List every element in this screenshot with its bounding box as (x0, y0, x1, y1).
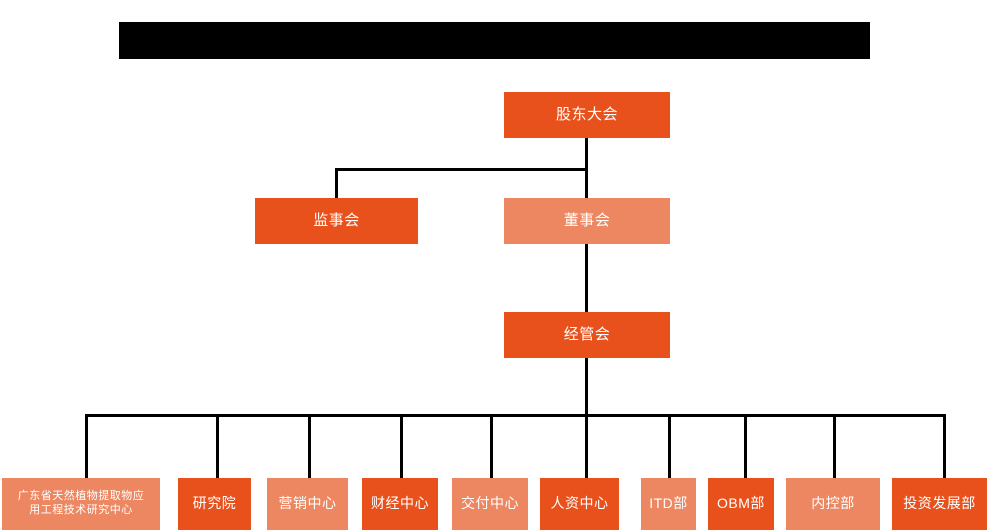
node-dept-marketing-center[interactable]: 营销中心 (267, 478, 348, 530)
connector-departments-bus (85, 414, 944, 417)
node-label-line-2: 用工程技术研究中心 (29, 504, 133, 516)
node-dept-finance-center[interactable]: 财经中心 (362, 478, 438, 530)
connector-drop-dept-9 (833, 414, 836, 478)
node-label: 内控部 (811, 495, 855, 512)
connector-drop-dept-1 (85, 414, 88, 478)
node-dept-itd[interactable]: ITD部 (641, 478, 696, 530)
node-dept-internal-control[interactable]: 内控部 (786, 478, 880, 530)
node-dept-hr-center[interactable]: 人资中心 (540, 478, 619, 530)
node-board-of-directors[interactable]: 董事会 (504, 198, 670, 244)
connector-drop-dept-5 (490, 414, 493, 478)
node-management-committee[interactable]: 经管会 (504, 312, 670, 358)
connector-directors-down (585, 168, 588, 199)
connector-supervisors-down (335, 168, 338, 199)
connector-drop-dept-7 (668, 414, 671, 478)
node-shareholders-meeting[interactable]: 股东大会 (504, 92, 670, 138)
node-label-line-1: 广东省天然植物提取物应 (17, 490, 145, 503)
node-label: 经管会 (563, 325, 611, 343)
node-label: 研究院 (192, 495, 237, 512)
node-dept-delivery-center[interactable]: 交付中心 (452, 478, 528, 530)
node-dept-research-institute[interactable]: 研究院 (178, 478, 251, 530)
connector-drop-dept-3 (308, 414, 311, 478)
node-label: 投资发展部 (903, 495, 976, 512)
node-label: 营销中心 (278, 495, 337, 512)
connector-drop-dept-6 (585, 414, 588, 478)
node-dept-investment-development[interactable]: 投资发展部 (892, 478, 987, 530)
connector-management-down (585, 357, 588, 416)
redacted-title-bar (119, 22, 870, 59)
node-label: 股东大会 (555, 105, 618, 123)
node-label: 交付中心 (461, 495, 519, 512)
node-label: 董事会 (563, 211, 611, 229)
node-label: ITD部 (649, 495, 688, 512)
node-label: 财经中心 (371, 495, 429, 512)
node-dept-guangdong-research-center[interactable]: 广东省天然植物提取物应 用工程技术研究中心 (2, 478, 160, 530)
connector-drop-dept-8 (744, 414, 747, 478)
connector-drop-dept-10 (943, 414, 946, 478)
connector-directors-management (585, 243, 588, 313)
connector-drop-dept-4 (400, 414, 403, 478)
connector-shareholders-down (585, 137, 588, 170)
node-board-of-supervisors[interactable]: 监事会 (255, 198, 418, 244)
node-label: 监事会 (313, 211, 360, 229)
node-dept-obm[interactable]: OBM部 (708, 478, 774, 530)
node-label: OBM部 (717, 495, 765, 512)
connector-level2-bus (335, 168, 587, 171)
node-label: 广东省天然植物提取物应 用工程技术研究中心 (2, 490, 160, 518)
connector-drop-dept-2 (216, 414, 219, 478)
node-label: 人资中心 (550, 495, 609, 512)
